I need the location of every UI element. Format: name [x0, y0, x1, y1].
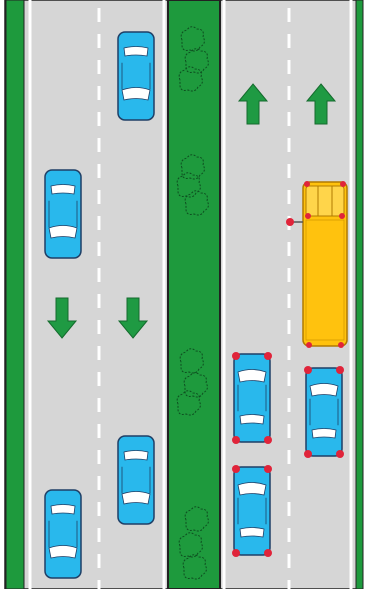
hazard-light [304, 450, 312, 458]
car-body [118, 32, 154, 120]
car-windshield [238, 370, 266, 383]
bus-light-mid-left [305, 213, 311, 219]
car-windshield [49, 226, 77, 239]
car-icon [45, 490, 81, 578]
car-icon [232, 352, 272, 444]
hazard-light [264, 352, 272, 360]
car-windshield [122, 492, 150, 505]
car-body [118, 436, 154, 524]
car-rear-window [124, 47, 148, 57]
car-windshield [49, 546, 77, 559]
car-body [234, 467, 270, 555]
car-windshield [310, 384, 338, 397]
bus-light-front-right [340, 181, 346, 187]
car-body [45, 170, 81, 258]
hazard-light [232, 352, 240, 360]
car-icon [304, 366, 344, 458]
car-body [306, 368, 342, 456]
hazard-light [336, 366, 344, 374]
bus-light-rear-right [338, 342, 344, 348]
car-icon [232, 465, 272, 557]
bus-light-rear-left [306, 342, 312, 348]
car-windshield [122, 88, 150, 101]
left-shoulder [6, 0, 24, 589]
car-rear-window [240, 415, 264, 425]
car-rear-window [124, 451, 148, 461]
bus-light-front-left [304, 181, 310, 187]
bus-windshield [306, 186, 344, 216]
stop-sign-arm [286, 218, 294, 226]
car-body [234, 354, 270, 442]
hazard-light [232, 465, 240, 473]
hazard-light [304, 366, 312, 374]
bus-roof [306, 220, 344, 340]
car-icon [118, 32, 154, 120]
car-rear-window [312, 429, 336, 439]
bus-light-mid-right [339, 213, 345, 219]
hazard-light [232, 436, 240, 444]
right-shoulder [356, 0, 363, 589]
median-strip [168, 0, 220, 589]
car-rear-window [51, 505, 75, 515]
car-icon [45, 170, 81, 258]
car-rear-window [51, 185, 75, 195]
hazard-light [264, 465, 272, 473]
hazard-light [336, 450, 344, 458]
car-rear-window [240, 528, 264, 538]
hazard-light [264, 436, 272, 444]
car-windshield [238, 483, 266, 496]
hazard-light [264, 549, 272, 557]
hazard-light [232, 549, 240, 557]
car-body [45, 490, 81, 578]
car-icon [118, 436, 154, 524]
